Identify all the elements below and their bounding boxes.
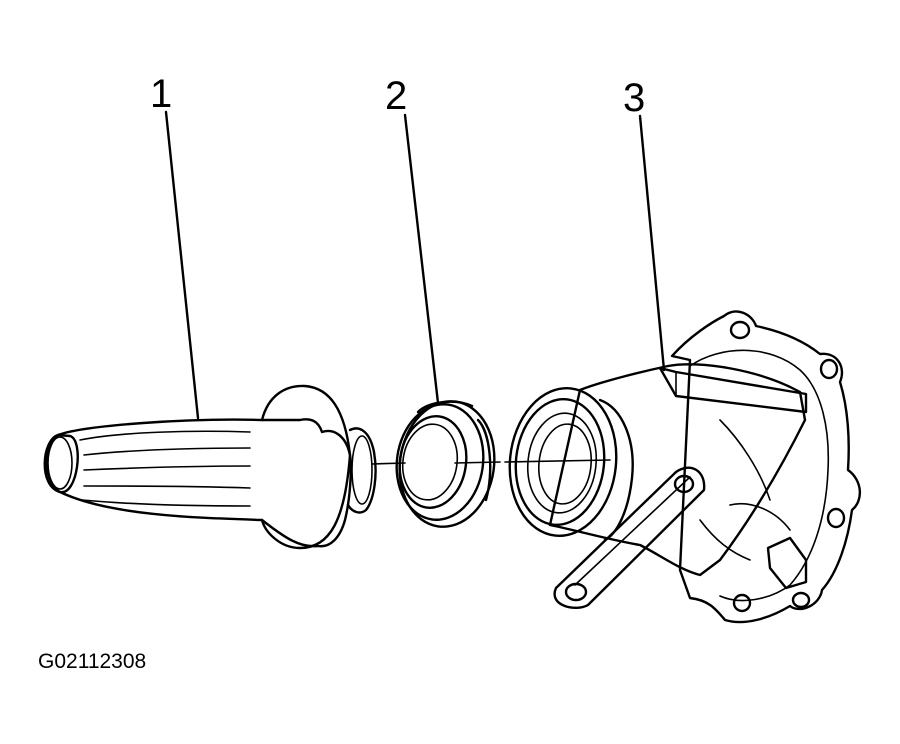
callout-2: 2 [385, 74, 408, 118]
figure-id: G02112308 [38, 650, 147, 673]
leader-line-1 [164, 110, 200, 420]
leader-line-3 [638, 114, 666, 372]
leader-line-2 [403, 113, 440, 405]
oil-seal [395, 400, 496, 528]
output-shaft [43, 384, 377, 550]
callout-3: 3 [623, 76, 646, 120]
extension-housing [508, 310, 861, 624]
callout-1: 1 [150, 72, 173, 116]
alignment-axis [371, 459, 611, 465]
